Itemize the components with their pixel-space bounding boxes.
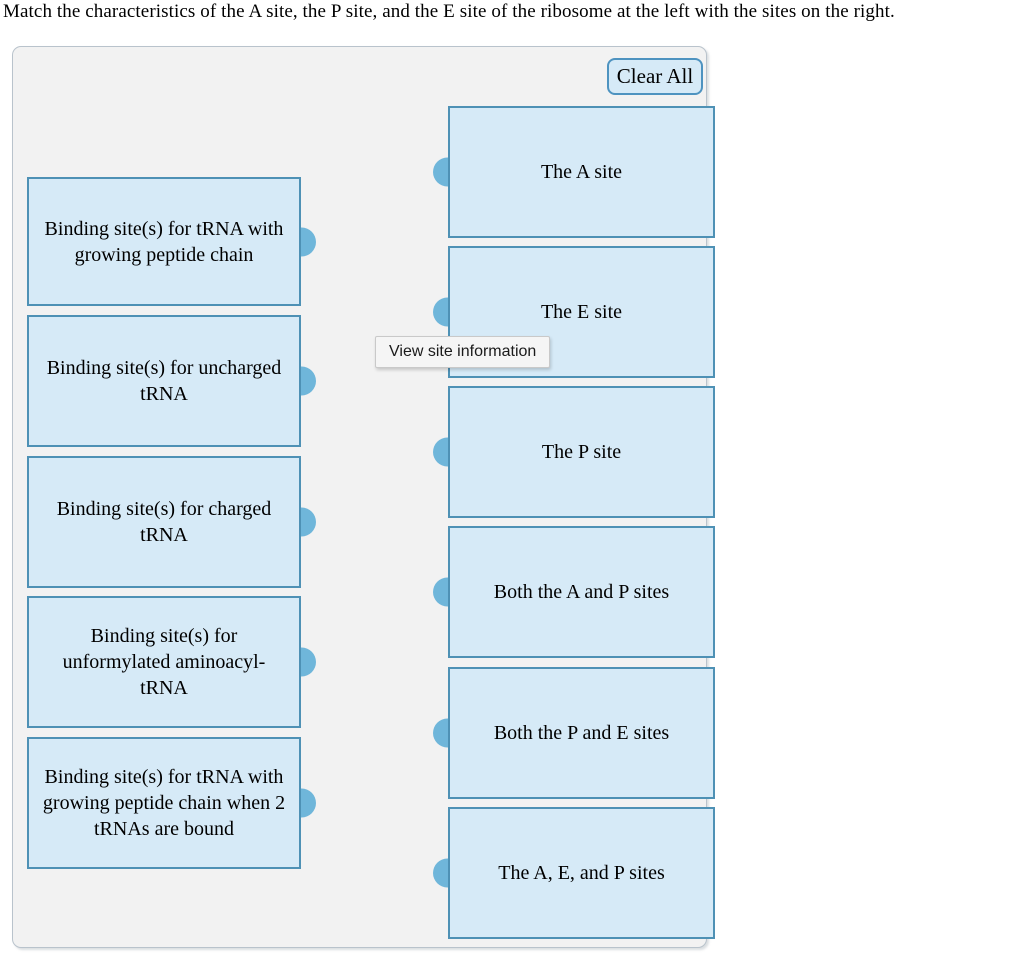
clear-all-button[interactable]: Clear All (607, 58, 703, 95)
characteristic-card[interactable]: Binding site(s) for tRNA with growing pe… (27, 177, 316, 306)
site-label: Both the A and P sites (493, 581, 670, 603)
tooltip-view-site-information: View site information (375, 336, 551, 368)
connector-tab[interactable] (301, 647, 316, 677)
connector-tab[interactable] (301, 788, 316, 818)
characteristic-card[interactable]: Binding site(s) for unformylated aminoac… (27, 596, 316, 728)
characteristic-label: Binding site(s) for tRNA with growing pe… (42, 766, 286, 840)
site-card[interactable]: Both the P and E sites (433, 667, 715, 799)
site-label: The A site (540, 161, 623, 183)
connector-tab[interactable] (433, 718, 448, 748)
site-card[interactable]: The P site (433, 386, 715, 518)
site-label: The A, E, and P sites (498, 862, 665, 884)
characteristic-label: Binding site(s) for uncharged tRNA (46, 357, 282, 405)
connector-tab[interactable] (301, 366, 316, 396)
site-label: Both the P and E sites (493, 722, 670, 744)
connector-tab[interactable] (301, 507, 316, 537)
connector-tab[interactable] (433, 297, 448, 327)
characteristic-label: Binding site(s) for charged tRNA (56, 498, 272, 546)
site-card[interactable]: The A, E, and P sites (433, 807, 715, 939)
matching-panel: Clear All Binding site(s) for tRNA with … (12, 46, 715, 948)
characteristic-card[interactable]: Binding site(s) for tRNA with growing pe… (27, 737, 316, 869)
connector-tab[interactable] (433, 157, 448, 187)
connector-tab[interactable] (433, 858, 448, 888)
site-label: The E site (540, 301, 623, 323)
site-card[interactable]: Both the A and P sites (433, 526, 715, 658)
characteristic-card[interactable]: Binding site(s) for uncharged tRNA (27, 315, 316, 447)
site-card[interactable]: The A site (433, 106, 715, 238)
site-label: The P site (541, 441, 622, 463)
connector-tab[interactable] (433, 437, 448, 467)
connector-tab[interactable] (301, 227, 316, 256)
characteristic-label: Binding site(s) for tRNA with growing pe… (44, 217, 284, 266)
instruction-text: Match the characteristics of the A site,… (3, 1, 895, 22)
connector-tab[interactable] (433, 577, 448, 607)
characteristic-card[interactable]: Binding site(s) for charged tRNA (27, 456, 316, 588)
characteristic-label: Binding site(s) for unformylated aminoac… (62, 625, 266, 699)
